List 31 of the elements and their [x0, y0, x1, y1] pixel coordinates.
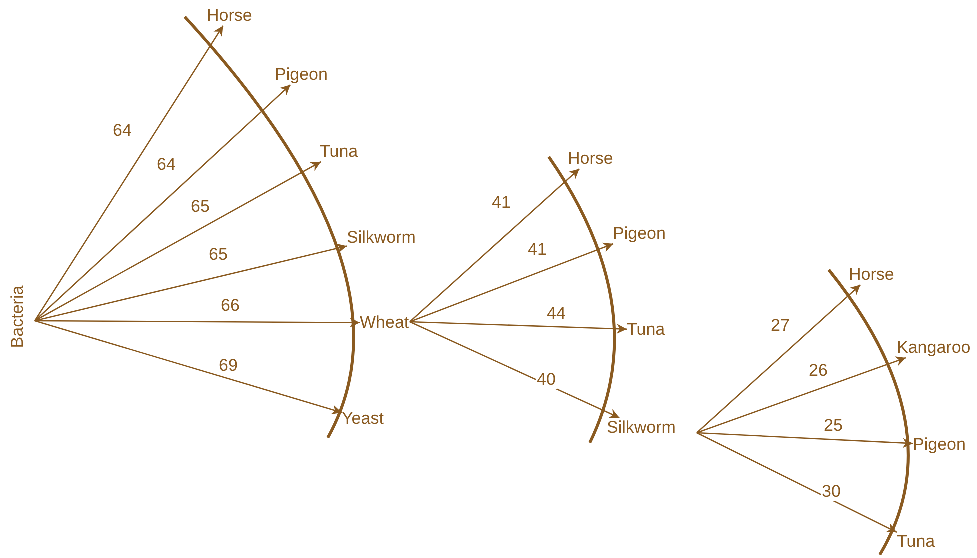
arrow	[410, 242, 614, 323]
arrow	[34, 161, 322, 322]
arrow	[34, 26, 224, 322]
arrow	[696, 284, 862, 434]
arrow	[410, 321, 620, 419]
species-label: Horse	[568, 149, 614, 169]
species-label: Yeast	[342, 409, 384, 429]
arrow	[410, 168, 580, 322]
edge-label: 30	[821, 483, 842, 501]
species-label: Tuna	[897, 532, 936, 552]
species-label: Silkworm	[347, 228, 416, 248]
arrow	[410, 321, 628, 334]
arrow	[34, 320, 342, 415]
species-label: Horse	[849, 265, 894, 285]
edge-label: 40	[536, 371, 557, 389]
species-label: Wheat	[360, 313, 410, 333]
arrow	[696, 432, 914, 448]
species-label: Tuna	[320, 142, 358, 162]
species-label: Silkworm	[607, 418, 676, 438]
arrow	[696, 356, 906, 434]
species-label: Kangaroo	[897, 338, 971, 358]
arrow	[696, 432, 898, 534]
species-label: Pigeon	[613, 224, 666, 244]
species-label: Bacteria	[8, 286, 28, 348]
arrow	[34, 84, 292, 322]
species-label: Pigeon	[275, 65, 328, 85]
species-label: Pigeon	[913, 435, 966, 455]
species-label: Horse	[207, 6, 252, 26]
arrow	[34, 244, 348, 322]
arrow	[35, 318, 360, 328]
species-label: Tuna	[627, 320, 666, 340]
